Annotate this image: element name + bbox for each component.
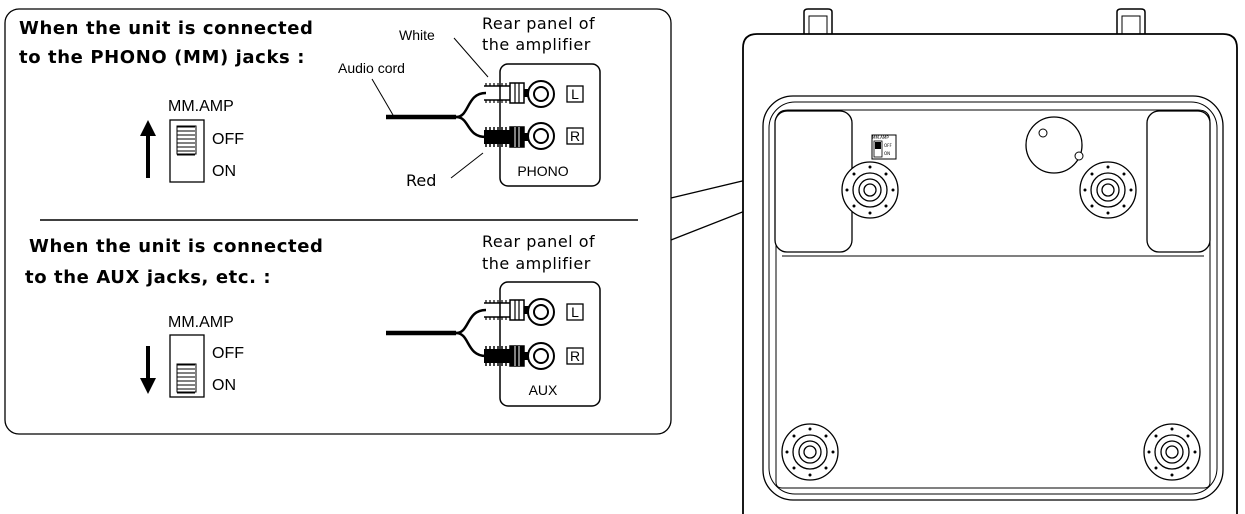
arrow-up-icon (140, 120, 156, 178)
phono-jack-right (527, 122, 555, 150)
aux-jack-left-label: L (571, 304, 579, 320)
foot-bottom-right (1143, 423, 1201, 481)
phono-jack-left-label: L (571, 86, 579, 102)
aux-heading-line2: to the AUX jacks, etc. : (25, 267, 271, 288)
phono-heading-line2: to the PHONO (MM) jacks : (19, 47, 305, 68)
aux-switch-knob (176, 363, 197, 393)
foot-bottom-left (781, 423, 839, 481)
aux-amp-panel (499, 281, 601, 407)
red-plug-label: Red (406, 171, 436, 190)
aux-jack-left (527, 298, 555, 326)
phono-audio-cord (386, 91, 487, 139)
phono-heading-line1: When the unit is connected (19, 18, 314, 39)
callout-box (4, 8, 672, 435)
mini-switch-title: MM.AMP (872, 135, 889, 140)
aux-jack-right-label: R (570, 348, 580, 364)
aux-panel-title-line2: the amplifier (482, 254, 591, 273)
foot-top-right (1079, 161, 1137, 219)
phono-switch-title: MM.AMP (168, 98, 234, 115)
aux-jack-right (527, 342, 555, 370)
aux-switch-on-label: ON (212, 377, 236, 394)
phono-switch-off-label: OFF (212, 131, 244, 148)
phono-panel-name: PHONO (517, 163, 568, 179)
mini-switch-off: OFF (884, 143, 892, 148)
phono-amp-panel (499, 63, 601, 187)
aux-panel-name: AUX (529, 382, 558, 398)
aux-switch-off-label: OFF (212, 345, 244, 362)
phono-switch-on-label: ON (212, 163, 236, 180)
phono-panel-title-line2: the amplifier (482, 35, 591, 54)
foot-top-left (841, 161, 899, 219)
arrow-down-icon (140, 346, 156, 394)
phono-switch-knob (176, 125, 197, 155)
phono-panel-title-line1: Rear panel of (482, 14, 595, 33)
phono-jack-left (527, 80, 555, 108)
turntable-bottom-view: MM.AMP OFF ON (742, 8, 1238, 514)
phono-jack-right-label: R (570, 128, 580, 144)
aux-audio-cord (386, 308, 487, 358)
white-plug-label: White (399, 27, 435, 43)
aux-heading-line1: When the unit is connected (29, 236, 324, 257)
aux-switch-title: MM.AMP (168, 314, 234, 331)
aux-panel-title-line1: Rear panel of (482, 232, 595, 251)
mini-switch-on: ON (884, 151, 890, 156)
audio-cord-label: Audio cord (338, 60, 405, 76)
